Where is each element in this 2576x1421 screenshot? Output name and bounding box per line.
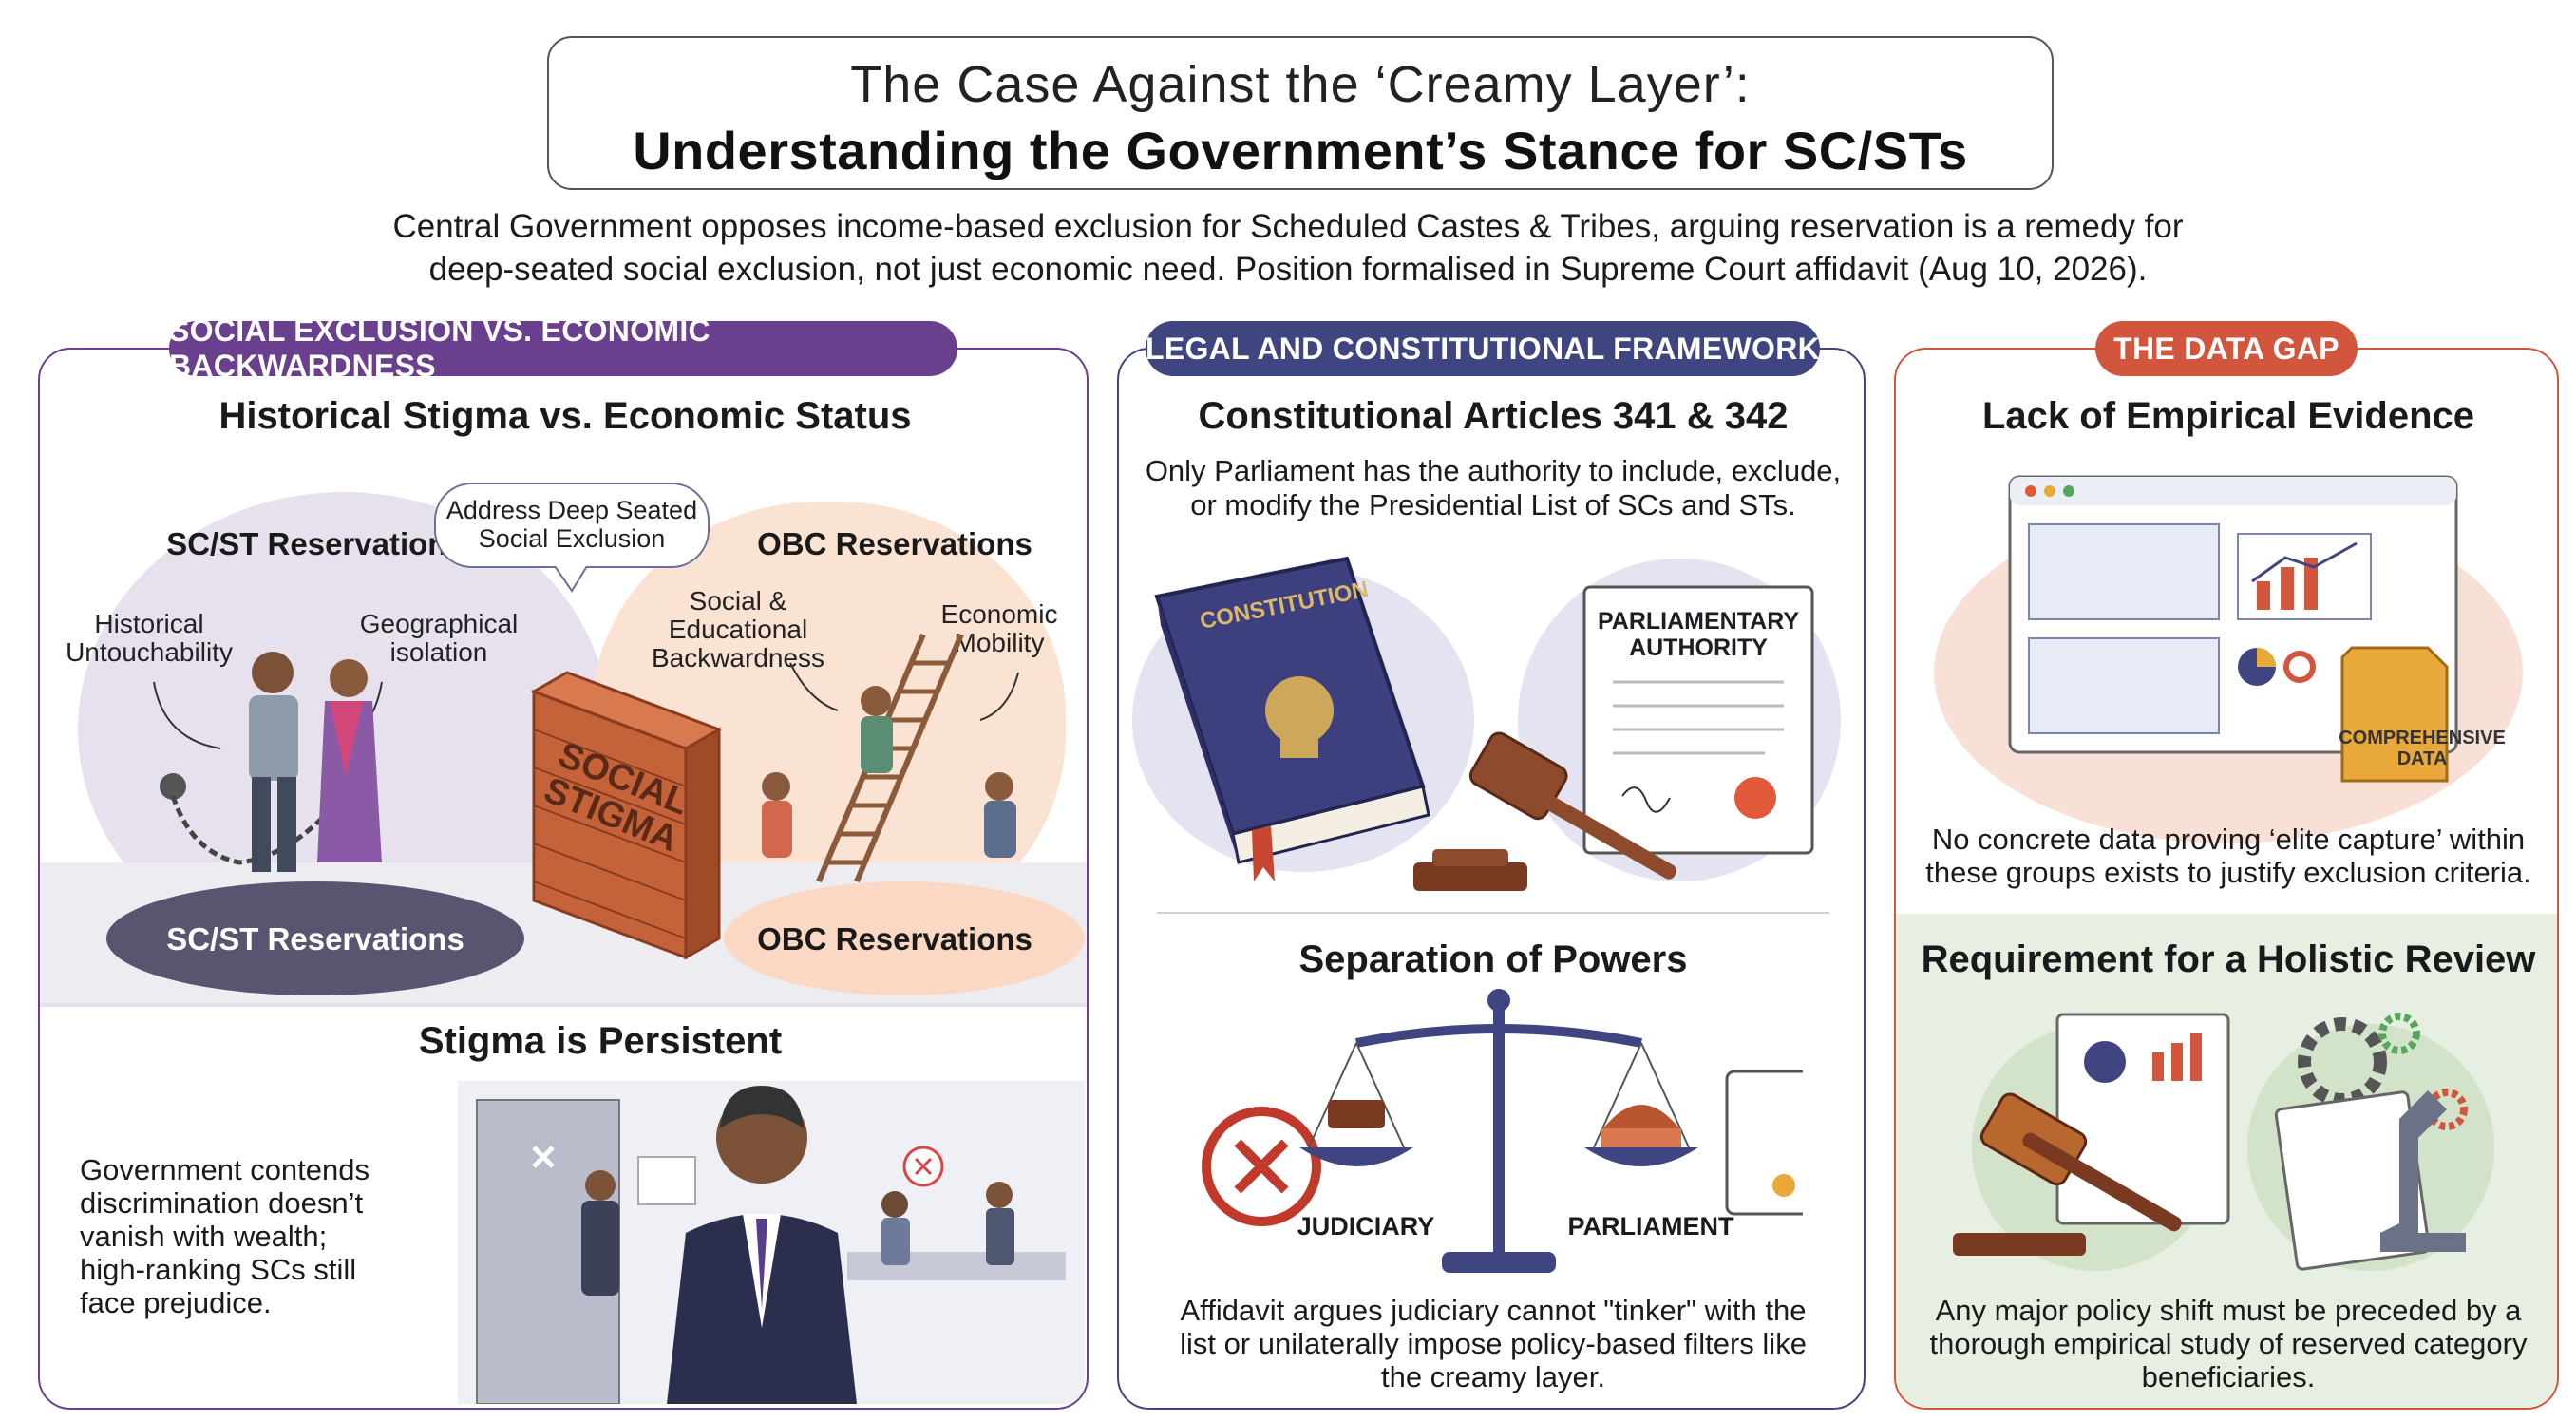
- title-line-2: Understanding the Government’s Stance fo…: [633, 121, 1968, 180]
- hist-line-1: Historical: [94, 609, 204, 638]
- econ-line-1: Economic: [940, 599, 1058, 629]
- middle-heading: Constitutional Articles 341 & 342: [1198, 395, 1789, 437]
- aff-line-3: the creamy layer.: [1380, 1360, 1606, 1393]
- bubble-line-2: Social Exclusion: [478, 524, 666, 553]
- left-heading: Historical Stigma vs. Economic Status: [218, 395, 912, 437]
- subtitle: Central Government opposes income-based …: [285, 205, 2291, 291]
- middle-text-line-2: or modify the Presidential List of SCs a…: [1190, 488, 1796, 521]
- middle-divider: [1157, 912, 1829, 914]
- review-illustration: [1953, 1013, 2494, 1271]
- doc-label: PARLIAMENTARY AUTHORITY: [1594, 608, 1803, 661]
- econ-line-2: Mobility: [954, 628, 1045, 657]
- brick-wall-icon: [530, 671, 723, 960]
- social-line-3: Backwardness: [651, 643, 825, 673]
- left-panel: Historical Stigma vs. Economic Status SC…: [38, 348, 1089, 1410]
- aff-line-1: Affidavit argues judiciary cannot "tinke…: [1180, 1294, 1807, 1327]
- review-text: Any major policy shift must be preceded …: [1896, 1294, 2557, 1393]
- bubble-tail: [554, 566, 588, 593]
- parliament-label: PARLIAMENT: [1567, 1212, 1734, 1241]
- persist-line-5: face prejudice.: [80, 1286, 272, 1319]
- middle-text-line-1: Only Parliament has the authority to inc…: [1145, 454, 1842, 487]
- left-pill: SOCIAL EXCLUSION VS. ECONOMIC BACKWARDNE…: [169, 313, 957, 383]
- right-panel: Lack of Empirical Evidence COMPREHENSIVE…: [1894, 348, 2559, 1410]
- right-text-line-2: these groups exists to justify exclusion…: [1925, 856, 2531, 889]
- left-divider: [40, 1003, 1087, 1007]
- social-label: Social & Educational Backwardness: [638, 587, 838, 673]
- folder-line-2: DATA: [2396, 748, 2448, 769]
- hist-label: Historical Untouchability: [49, 610, 249, 667]
- gavel-icon: [1413, 731, 1676, 891]
- subtitle-line-1: Central Government opposes income-based …: [392, 208, 2184, 245]
- social-line-1: Social &: [689, 586, 787, 616]
- persist-line-1: Government contends: [80, 1153, 370, 1186]
- aff-line-2: list or unilaterally impose policy-based…: [1180, 1327, 1807, 1360]
- persist-text: Government contends discrimination doesn…: [80, 1153, 441, 1319]
- folder-line-1: COMPREHENSIVE: [2339, 728, 2506, 748]
- folder-label: COMPREHENSIVE DATA: [2327, 728, 2517, 769]
- right-text-line-1: No concrete data proving ‘elite capture’…: [1931, 823, 2526, 856]
- obc-ground: [724, 881, 1085, 995]
- persist-line-2: discrimination doesn’t: [80, 1186, 364, 1220]
- obc-title: OBC Reservations: [757, 526, 1032, 561]
- geo-line-2: isolation: [389, 637, 488, 667]
- shackle-chain-icon: [153, 652, 383, 872]
- review-heading: Requirement for a Holistic Review: [1921, 938, 2536, 980]
- bubble-line-1: Address Deep Seated: [445, 496, 698, 524]
- subtitle-line-2: deep-seated social exclusion, not just e…: [428, 251, 2148, 288]
- scale-icon: [1202, 989, 1803, 1273]
- dark-pool: [106, 881, 524, 995]
- doc-line-2: AUTHORITY: [1629, 635, 1768, 661]
- review-line-1: Any major policy shift must be preceded …: [1935, 1294, 2522, 1327]
- doc-line-1: PARLIAMENTARY: [1597, 608, 1800, 635]
- right-pill: THE DATA GAP: [2095, 321, 2358, 376]
- speech-bubble: Address Deep Seated Social Exclusion: [434, 483, 710, 568]
- persist-line-4: high-ranking SCs still: [80, 1253, 357, 1286]
- middle-pill: LEGAL AND CONSTITUTIONAL FRAMEWORK: [1146, 321, 1820, 376]
- review-line-3: beneficiaries.: [2141, 1360, 2316, 1393]
- right-text: No concrete data proving ‘elite capture’…: [1896, 823, 2557, 889]
- dashboard-icon: [2008, 475, 2458, 783]
- sc-title: SC/ST Reservations: [166, 526, 464, 561]
- obc-bottom: OBC Reservations: [757, 921, 1032, 957]
- review-line-2: thorough empirical study of reserved cat…: [1929, 1327, 2528, 1360]
- geo-label: Geographical isolation: [344, 610, 534, 667]
- sc-bottom: SC/ST Reservations: [166, 921, 464, 957]
- constitution-book-icon: [1154, 556, 1430, 881]
- econ-label: Economic Mobility: [923, 600, 1075, 657]
- sep-heading: Separation of Powers: [1298, 938, 1688, 980]
- middle-panel: Constitutional Articles 341 & 342 Only P…: [1117, 348, 1866, 1410]
- middle-text: Only Parliament has the authority to inc…: [1119, 454, 1864, 522]
- ladder-icon: [762, 633, 1019, 883]
- persist-heading: Stigma is Persistent: [418, 1020, 783, 1062]
- persist-line-3: vanish with wealth;: [80, 1220, 328, 1253]
- judiciary-label: JUDICIARY: [1297, 1212, 1435, 1241]
- office-scene: [458, 1081, 1085, 1404]
- social-line-2: Educational: [668, 615, 808, 644]
- aff-text: Affidavit argues judiciary cannot "tinke…: [1138, 1294, 1848, 1393]
- right-heading: Lack of Empirical Evidence: [1982, 395, 2474, 437]
- parliament-doc-icon: [1582, 585, 1814, 855]
- title-box: The Case Against the ‘Creamy Layer’: Und…: [547, 36, 2054, 190]
- hist-line-2: Untouchability: [66, 637, 233, 667]
- title-line-1: The Case Against the ‘Creamy Layer’:: [850, 56, 1751, 113]
- geo-line-1: Geographical: [359, 609, 519, 638]
